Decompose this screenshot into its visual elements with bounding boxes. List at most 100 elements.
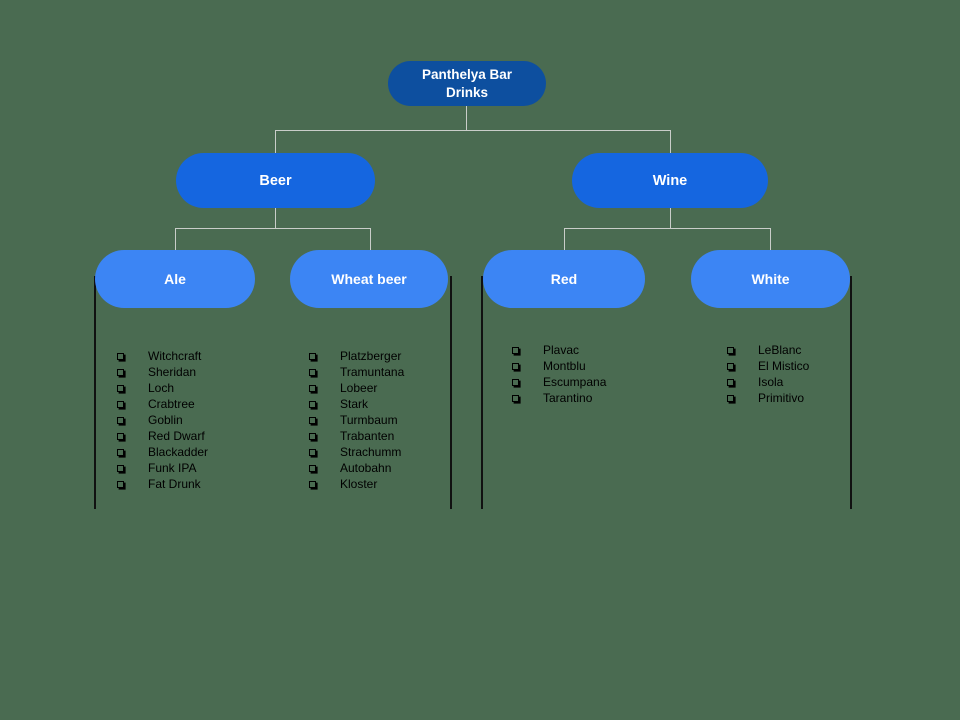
guide-line-beer-right: [450, 276, 452, 509]
checkbox-bullet-icon: [309, 368, 316, 376]
list-item: Turmbaum: [309, 412, 404, 428]
list-item-label: Platzberger: [340, 349, 402, 363]
list-item-label: Stark: [340, 397, 369, 411]
list-item-label: LeBlanc: [758, 343, 802, 357]
connector-beer-drop: [275, 130, 276, 153]
connector-level1-horizontal: [275, 130, 670, 131]
node-beer-label: Beer: [259, 172, 292, 189]
checkbox-bullet-icon: [512, 394, 519, 402]
list-item: Blackadder: [117, 444, 208, 460]
red-wine-drink-list: Plavac Montblu Escumpana Tarantino: [512, 342, 606, 406]
list-item: Loch: [117, 380, 208, 396]
connector-root-down: [466, 106, 467, 130]
list-item: Platzberger: [309, 348, 404, 364]
wheat-beer-drink-list: Platzberger Tramuntana Lobeer Stark Turm…: [309, 348, 404, 492]
checkbox-bullet-icon: [117, 448, 124, 456]
checkbox-bullet-icon: [512, 378, 519, 386]
list-item-label: Isola: [758, 375, 784, 389]
node-wheat-beer: Wheat beer: [290, 250, 448, 308]
list-item: Strachumm: [309, 444, 404, 460]
list-item-label: Lobeer: [340, 381, 378, 395]
list-item: Montblu: [512, 358, 606, 374]
checkbox-bullet-icon: [309, 352, 316, 360]
checkbox-bullet-icon: [309, 416, 316, 424]
connector-wine-horizontal: [564, 228, 770, 229]
connector-wheat-drop: [370, 228, 371, 250]
guide-line-wine-right: [850, 276, 852, 509]
list-item: Plavac: [512, 342, 606, 358]
list-item: Sheridan: [117, 364, 208, 380]
list-item-label: Blackadder: [148, 445, 209, 459]
connector-wine-drop: [670, 130, 671, 153]
list-item: Crabtree: [117, 396, 208, 412]
list-item-label: Primitivo: [758, 391, 805, 405]
checkbox-bullet-icon: [512, 362, 519, 370]
list-item: Goblin: [117, 412, 208, 428]
list-item-label: Goblin: [148, 413, 183, 427]
checkbox-bullet-icon: [309, 400, 316, 408]
connector-wine-down: [670, 208, 671, 228]
checkbox-bullet-icon: [309, 448, 316, 456]
node-white: White: [691, 250, 850, 308]
list-item-label: Fat Drunk: [148, 477, 201, 491]
list-item: Autobahn: [309, 460, 404, 476]
list-item-label: Strachumm: [340, 445, 402, 459]
checkbox-bullet-icon: [117, 384, 124, 392]
list-item-label: Sheridan: [148, 365, 197, 379]
node-red-label: Red: [550, 271, 578, 287]
list-item: Trabanten: [309, 428, 404, 444]
node-ale: Ale: [95, 250, 255, 308]
list-item-label: Plavac: [543, 343, 580, 357]
list-item-label: Autobahn: [340, 461, 392, 475]
checkbox-bullet-icon: [727, 362, 734, 370]
list-item: Witchcraft: [117, 348, 208, 364]
checkbox-bullet-icon: [727, 346, 734, 354]
list-item-label: Witchcraft: [148, 349, 202, 363]
list-item: Primitivo: [727, 390, 809, 406]
list-item: Tarantino: [512, 390, 606, 406]
list-item: Lobeer: [309, 380, 404, 396]
list-item-label: Turmbaum: [340, 413, 398, 427]
list-item-label: Escumpana: [543, 375, 607, 389]
connector-ale-drop: [175, 228, 176, 250]
list-item: El Mistico: [727, 358, 809, 374]
checkbox-bullet-icon: [512, 346, 519, 354]
node-panthelya-bar-drinks: Panthelya Bar Drinks: [388, 61, 546, 106]
checkbox-bullet-icon: [309, 384, 316, 392]
node-wheat-beer-label: Wheat beer: [331, 271, 407, 287]
list-item: Stark: [309, 396, 404, 412]
checkbox-bullet-icon: [117, 368, 124, 376]
node-ale-label: Ale: [164, 271, 186, 287]
list-item-label: Trabanten: [340, 429, 395, 443]
list-item: Funk IPA: [117, 460, 208, 476]
node-beer: Beer: [176, 153, 375, 208]
node-white-label: White: [751, 271, 790, 287]
checkbox-bullet-icon: [117, 464, 124, 472]
list-item: Escumpana: [512, 374, 606, 390]
node-wine-label: Wine: [652, 172, 688, 189]
checkbox-bullet-icon: [309, 480, 316, 488]
list-item-label: Kloster: [340, 477, 378, 491]
checkbox-bullet-icon: [309, 464, 316, 472]
list-item: Kloster: [309, 476, 404, 492]
connector-red-drop: [564, 228, 565, 250]
checkbox-bullet-icon: [309, 432, 316, 440]
list-item-label: Funk IPA: [148, 461, 197, 475]
list-item-label: Tramuntana: [340, 365, 405, 379]
list-item: Red Dwarf: [117, 428, 208, 444]
list-item-label: Crabtree: [148, 397, 195, 411]
list-item-label: Red Dwarf: [148, 429, 205, 443]
list-item: Tramuntana: [309, 364, 404, 380]
white-wine-drink-list: LeBlanc El Mistico Isola Primitivo: [727, 342, 809, 406]
node-red: Red: [483, 250, 645, 308]
guide-line-beer-left: [94, 276, 96, 509]
node-root-label: Panthelya Bar Drinks: [421, 66, 513, 100]
list-item-label: Montblu: [543, 359, 586, 373]
list-item: Isola: [727, 374, 809, 390]
node-wine: Wine: [572, 153, 768, 208]
checkbox-bullet-icon: [117, 416, 124, 424]
checkbox-bullet-icon: [117, 352, 124, 360]
guide-line-wine-left: [481, 276, 483, 509]
list-item-label: El Mistico: [758, 359, 810, 373]
connector-white-drop: [770, 228, 771, 250]
